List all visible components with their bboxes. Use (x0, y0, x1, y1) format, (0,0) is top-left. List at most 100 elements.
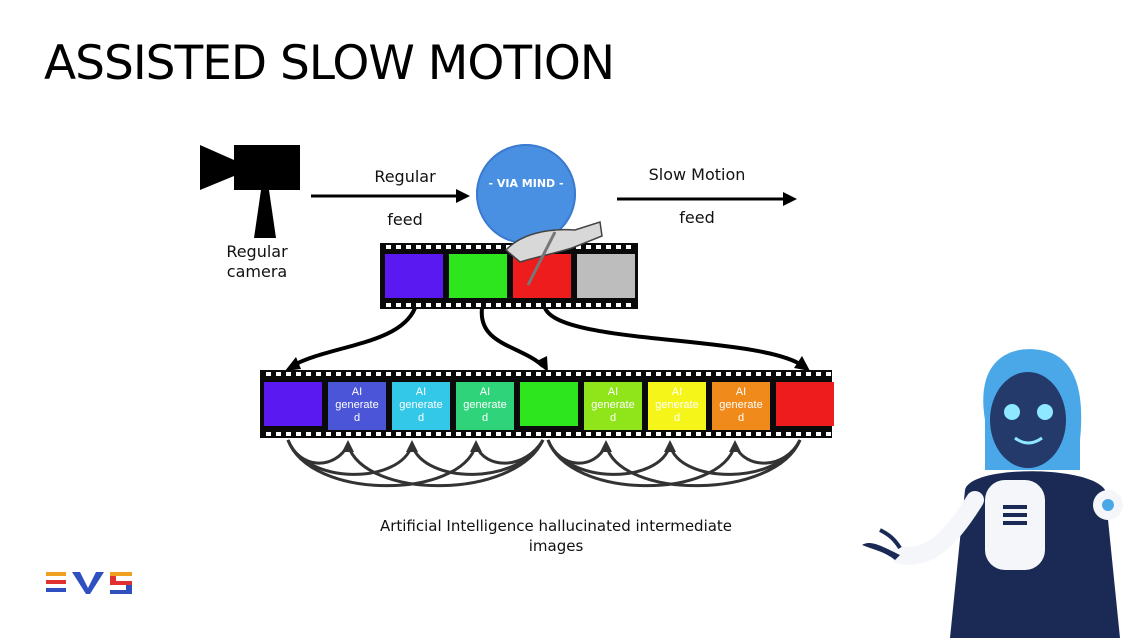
sprocket-hole (626, 372, 631, 376)
sprocket-hole (526, 432, 531, 436)
sprocket-hole (586, 432, 591, 436)
sprocket-hole (786, 432, 791, 436)
evs-logo (46, 572, 132, 594)
sprocket-hole (566, 432, 571, 436)
sprocket-hole (576, 432, 581, 436)
sprocket-hole (606, 372, 611, 376)
sprocket-hole (476, 245, 481, 249)
sprocket-hole (536, 372, 541, 376)
sprocket-hole (576, 372, 581, 376)
sprocket-hole (466, 303, 471, 307)
sprocket-hole (706, 372, 711, 376)
sprocket-hole (356, 432, 361, 436)
sprocket-hole (486, 372, 491, 376)
source-frame-2 (449, 254, 507, 298)
sprocket-hole (546, 432, 551, 436)
sprocket-hole (496, 303, 501, 307)
sprocket-hole (626, 432, 631, 436)
sprocket-hole (616, 372, 621, 376)
sprocket-hole (636, 432, 641, 436)
expand-arrowheads (285, 356, 810, 372)
sprocket-hole (486, 303, 491, 307)
sprocket-hole (296, 432, 301, 436)
sprocket-hole (446, 372, 451, 376)
sprocket-hole (666, 372, 671, 376)
source-frame-1 (385, 254, 443, 298)
sprocket-hole (336, 372, 341, 376)
output-frame-5 (520, 382, 578, 426)
sprocket-hole (826, 372, 831, 376)
interpolation-arrows (286, 439, 802, 488)
camera-label-line1: Regular (226, 242, 288, 261)
sprocket-hole (456, 303, 461, 307)
sprocket-hole (306, 432, 311, 436)
sprocket-hole (386, 432, 391, 436)
sprocket-hole (396, 372, 401, 376)
sprocket-hole (436, 245, 441, 249)
sprocket-hole (726, 372, 731, 376)
sprocket-hole (606, 245, 611, 249)
input-feed-label-top: Regular (374, 167, 436, 186)
sprocket-hole (316, 432, 321, 436)
sprocket-hole (586, 245, 591, 249)
sprocket-hole (666, 432, 671, 436)
camera-label-line2: camera (226, 262, 288, 281)
output-frame-4: AI generate d (456, 382, 514, 430)
sprocket-hole (826, 432, 831, 436)
sprocket-hole (406, 245, 411, 249)
sprocket-hole (526, 372, 531, 376)
sprocket-hole (676, 432, 681, 436)
sprocket-hole (416, 372, 421, 376)
sprocket-hole (566, 303, 571, 307)
sprocket-hole (436, 372, 441, 376)
sprocket-hole (656, 372, 661, 376)
sprocket-hole (656, 432, 661, 436)
via-mind-processor: - VIA MIND - (476, 144, 576, 244)
sprocket-hole (786, 372, 791, 376)
output-frame-3: AI generate d (392, 382, 450, 430)
sprocket-hole (346, 432, 351, 436)
sprocket-hole (776, 372, 781, 376)
sprocket-hole (766, 432, 771, 436)
sprocket-hole (436, 432, 441, 436)
sprocket-hole (616, 245, 621, 249)
output-frame-2: AI generate d (328, 382, 386, 430)
sprocket-hole (756, 372, 761, 376)
sprocket-hole (436, 303, 441, 307)
source-frame-3 (513, 254, 571, 298)
sprocket-hole (506, 245, 511, 249)
sprocket-hole (316, 372, 321, 376)
sprocket-hole (416, 303, 421, 307)
sprocket-hole (426, 245, 431, 249)
sprocket-hole (556, 303, 561, 307)
sprocket-hole (386, 372, 391, 376)
sprocket-hole (406, 372, 411, 376)
sprocket-hole (556, 372, 561, 376)
sprocket-hole (736, 432, 741, 436)
sprocket-hole (686, 432, 691, 436)
output-frame-7: AI generate d (648, 382, 706, 430)
sprocket-hole (536, 245, 541, 249)
sprocket-hole (626, 303, 631, 307)
sprocket-hole (346, 372, 351, 376)
camera-label: Regular camera (215, 242, 299, 282)
sprocket-hole (686, 372, 691, 376)
sprocket-hole (376, 372, 381, 376)
sprocket-hole (386, 245, 391, 249)
sprocket-hole (616, 303, 621, 307)
sprocket-hole (566, 372, 571, 376)
sprocket-hole (396, 245, 401, 249)
sprocket-hole (396, 432, 401, 436)
sprocket-hole (296, 372, 301, 376)
sprocket-hole (596, 303, 601, 307)
output-feed-arrow (617, 192, 797, 206)
sprocket-hole (496, 245, 501, 249)
sprocket-hole (326, 432, 331, 436)
sprocket-hole (546, 303, 551, 307)
robot-illustration (862, 349, 1123, 638)
sprocket-hole (446, 432, 451, 436)
sprocket-hole (716, 432, 721, 436)
sprocket-hole (386, 303, 391, 307)
